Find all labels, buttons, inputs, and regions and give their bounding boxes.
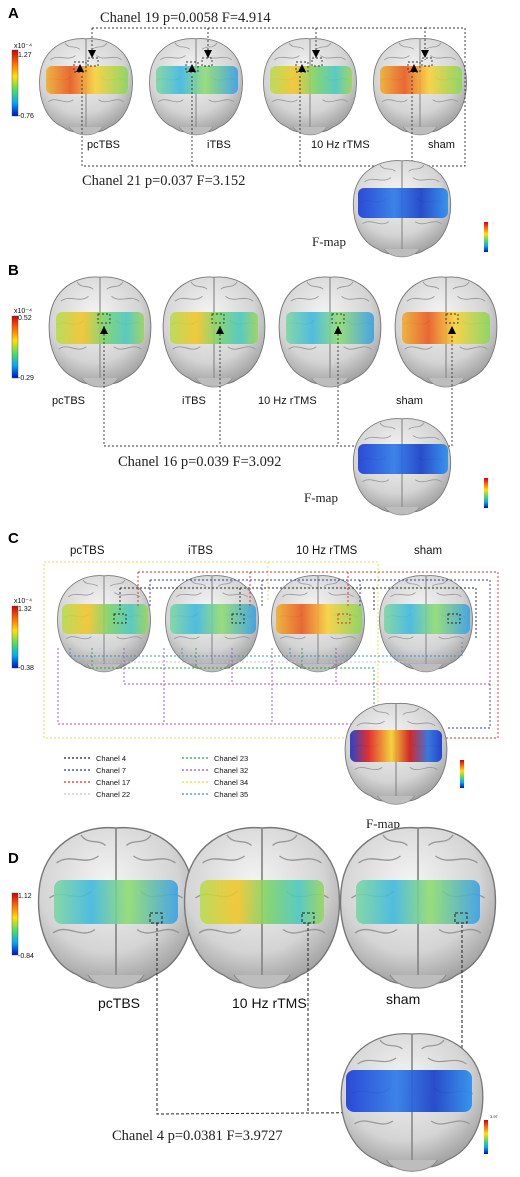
- panel-a-fmap: F-map: [312, 160, 488, 258]
- legend-label: Chanel 7: [96, 766, 126, 775]
- panel-d-letter: D: [8, 850, 19, 867]
- legend-label: Chanel 22: [96, 790, 130, 799]
- panel-b-label-pctbs: pcTBS: [52, 395, 85, 407]
- panel-b-stat: Chanel 16 p=0.039 F=3.092: [118, 454, 281, 470]
- panel-a-colorbar: x10⁻⁴ 1.27 -0.76: [11, 43, 34, 120]
- panel-b-brain-itbs: [162, 276, 266, 388]
- legend-label: Chanel 35: [214, 790, 248, 799]
- panel-c-brain-rtms: [271, 575, 365, 673]
- panel-a-brain-pctbs: [39, 38, 133, 136]
- panel-c-scale-min: -0.38: [18, 665, 34, 672]
- panel-a-label-rtms: 10 Hz rTMS: [311, 139, 370, 151]
- panel-d-brain-pctbs: [37, 826, 195, 989]
- panel-d-label-sham: sham: [386, 991, 420, 1007]
- panel-a-scale-exp: x10⁻⁴: [14, 43, 32, 50]
- panel-c-brain-itbs: [165, 575, 259, 673]
- panel-c-scale-max: 1.32: [18, 606, 32, 613]
- panel-b-brain-sham: [394, 276, 498, 388]
- panel-d-label-pctbs: pcTBS: [98, 995, 140, 1011]
- panel-d-label-rtms: 10 Hz rTMS: [232, 995, 307, 1011]
- panel-b-label-sham: sham: [396, 395, 423, 407]
- panel-b-scale-min: -0.29: [18, 375, 34, 382]
- panel-a-connectors-top: [73, 27, 466, 167]
- panel-b-brain-pctbs: [48, 276, 152, 388]
- panel-a: A Chanel 19 p=0.0058 F=4.914 Chanel 21 p…: [8, 5, 488, 258]
- panel-a-label-sham: sham: [428, 139, 455, 151]
- panel-c-scale-exp: x10⁻⁴: [14, 598, 32, 605]
- panel-b-label-itbs: iTBS: [182, 395, 206, 407]
- panel-b-scale-max: 0.52: [18, 315, 32, 322]
- panel-a-label-pctbs: pcTBS: [87, 139, 120, 151]
- panel-a-brain-itbs: [149, 38, 243, 136]
- panel-c-letter: C: [8, 530, 19, 547]
- panel-a-top-stat: Chanel 19 p=0.0058 F=4.914: [100, 10, 271, 26]
- panel-a-scale-max: 1.27: [18, 52, 32, 59]
- panel-b-colorbar: x10⁻⁴ 0.52 -0.29: [11, 308, 34, 382]
- panel-d-colorbar: 1.12 -0.84: [11, 892, 34, 960]
- panel-d-brain-rtms: [183, 826, 341, 989]
- panel-a-brain-sham: [373, 38, 467, 136]
- panel-c-label-itbs: iTBS: [188, 545, 213, 557]
- panel-a-bottom-stat: Chanel 21 p=0.037 F=3.152: [82, 173, 245, 189]
- panel-b-scale-exp: x10⁻⁴: [14, 308, 32, 315]
- panel-d-brain-sham: [339, 826, 497, 989]
- legend-label: Chanel 23: [214, 754, 248, 763]
- panel-d-scale-max: 1.12: [18, 893, 32, 900]
- panel-c-fmap: F-map: [344, 702, 464, 831]
- panel-c-label-sham: sham: [414, 545, 442, 557]
- panel-d: D 1.12 -0.84 pcTBS 10 Hz rTMS sham: [8, 826, 499, 1173]
- panel-a-brain-rtms: [263, 38, 357, 136]
- panel-c-brain-sham: [379, 575, 473, 673]
- panel-a-arrows: [76, 50, 429, 72]
- panel-a-scale-min: -0.76: [18, 113, 34, 120]
- panel-c-fmap-label: F-map: [366, 816, 400, 831]
- panel-c-colorbar: x10⁻⁴ 1.32 -0.38: [11, 598, 34, 672]
- panel-b-brain-rtms: [278, 276, 382, 388]
- panel-a-label-itbs: iTBS: [207, 139, 231, 151]
- panel-c-brain-pctbs: [57, 575, 151, 673]
- legend-label: Chanel 32: [214, 766, 248, 775]
- panel-c-label-rtms: 10 Hz rTMS: [296, 545, 358, 557]
- panel-b: B x10⁻⁴ 0.52 -0.29 pcTBS iTBS 10 Hz rTMS…: [8, 262, 498, 516]
- legend-label: Chanel 4: [96, 754, 126, 763]
- legend-label: Chanel 34: [214, 778, 248, 787]
- panel-d-connectors: [149, 912, 468, 1115]
- panel-d-fmap-scale-max: 3.97: [490, 1114, 499, 1119]
- panel-b-connectors: [97, 313, 459, 447]
- panel-d-scale-min: -0.84: [18, 953, 34, 960]
- panel-b-letter: B: [8, 262, 19, 279]
- panel-b-fmap-label: F-map: [304, 490, 338, 505]
- legend-label: Chanel 17: [96, 778, 130, 787]
- panel-c-legend: Chanel 4 Chanel 7 Chanel 17 Chanel 22 Chanel…: [64, 754, 248, 799]
- panel-a-letter: A: [8, 5, 19, 22]
- panel-a-fmap-label: F-map: [312, 234, 346, 249]
- panel-c-label-pctbs: pcTBS: [70, 545, 105, 557]
- panel-b-fmap: F-map: [304, 418, 488, 516]
- panel-c: C pcTBS iTBS 10 Hz rTMS sham x10⁻⁴ 1.32 …: [8, 530, 499, 831]
- panel-b-arrows: [100, 326, 456, 334]
- panel-d-fmap: 3.97: [340, 1032, 499, 1173]
- panel-d-stat: Chanel 4 p=0.0381 F=3.9727: [112, 1128, 283, 1144]
- panel-b-label-rtms: 10 Hz rTMS: [258, 395, 317, 407]
